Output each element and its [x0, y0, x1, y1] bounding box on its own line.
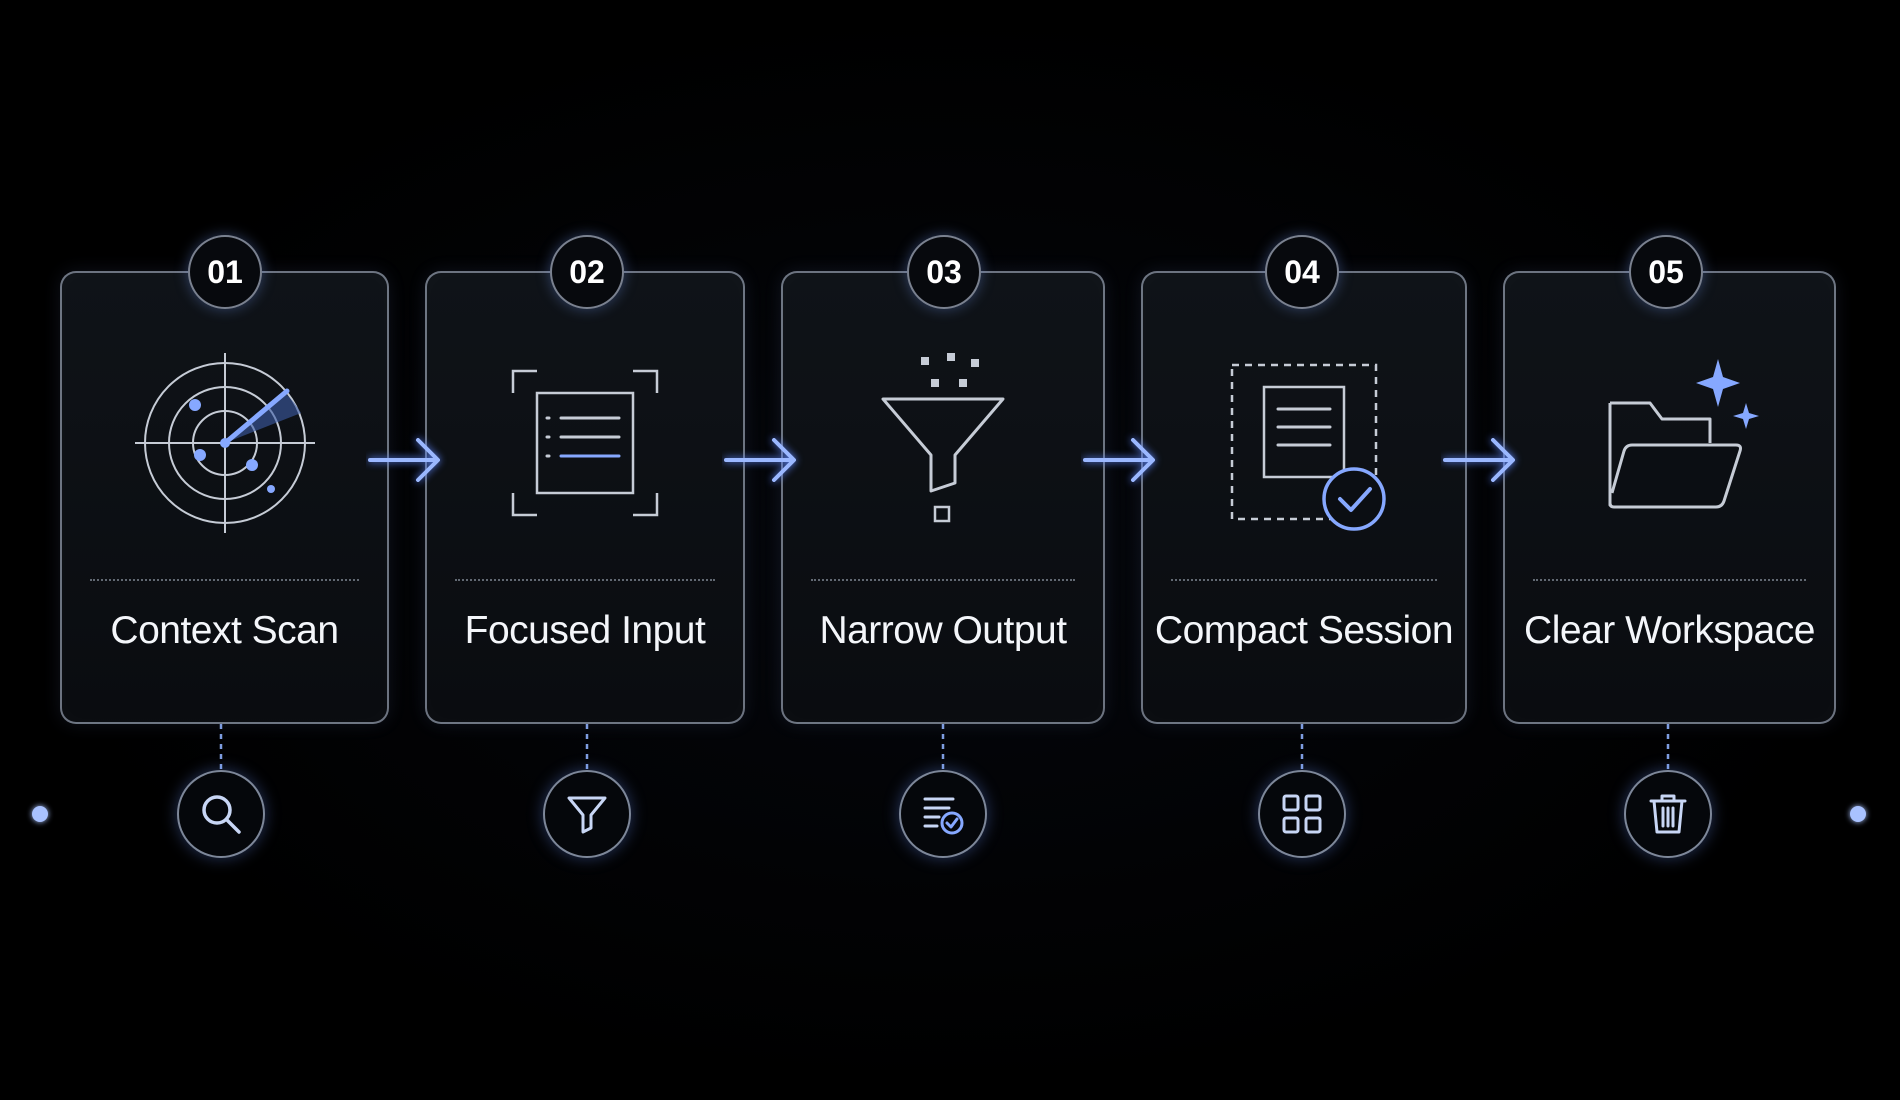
grid-icon	[1282, 794, 1322, 834]
step-number-badge-5: 05	[1629, 235, 1703, 309]
timeline-node-3	[899, 770, 987, 858]
step-label: Narrow Output	[819, 609, 1067, 652]
step-card-4: Compact Session	[1141, 271, 1467, 724]
list-check-icon	[923, 797, 964, 835]
step-label: Context Scan	[110, 609, 339, 652]
timeline-end-dot	[1850, 806, 1866, 822]
sparkle-folder-icon	[1608, 359, 1759, 509]
compact-document-check-icon	[1230, 363, 1386, 531]
step-card-5: Clear Workspace	[1503, 271, 1836, 724]
arrow-right-icon	[1083, 438, 1155, 482]
search-icon	[202, 795, 241, 834]
step-number-badge-3: 03	[907, 235, 981, 309]
timeline-start-dot	[32, 806, 48, 822]
card-divider	[455, 579, 715, 581]
arrow-right-icon	[1443, 438, 1515, 482]
card-divider	[1171, 579, 1437, 581]
document-focus-icon	[511, 369, 659, 517]
step-number-badge-4: 04	[1265, 235, 1339, 309]
step-label: Compact Session	[1154, 609, 1454, 652]
step-label: Clear Workspace	[1524, 609, 1815, 652]
radar-icon	[134, 353, 315, 533]
step-label: Focused Input	[464, 609, 706, 652]
timeline-node-1	[177, 770, 265, 858]
trash-icon	[1649, 794, 1687, 834]
filter-icon	[567, 796, 607, 834]
card-divider	[1533, 579, 1806, 581]
card-divider	[90, 579, 359, 581]
step-number-badge-1: 01	[188, 235, 262, 309]
step-card-2: Focused Input	[425, 271, 745, 724]
arrow-right-icon	[368, 438, 440, 482]
arrow-right-icon	[724, 438, 796, 482]
timeline-node-5	[1624, 770, 1712, 858]
step-card-3: Narrow Output	[781, 271, 1105, 724]
timeline-node-2	[543, 770, 631, 858]
funnel-icon	[881, 353, 1005, 523]
timeline-node-4	[1258, 770, 1346, 858]
card-divider	[811, 579, 1075, 581]
step-number-badge-2: 02	[550, 235, 624, 309]
step-card-1: Context Scan	[60, 271, 389, 724]
